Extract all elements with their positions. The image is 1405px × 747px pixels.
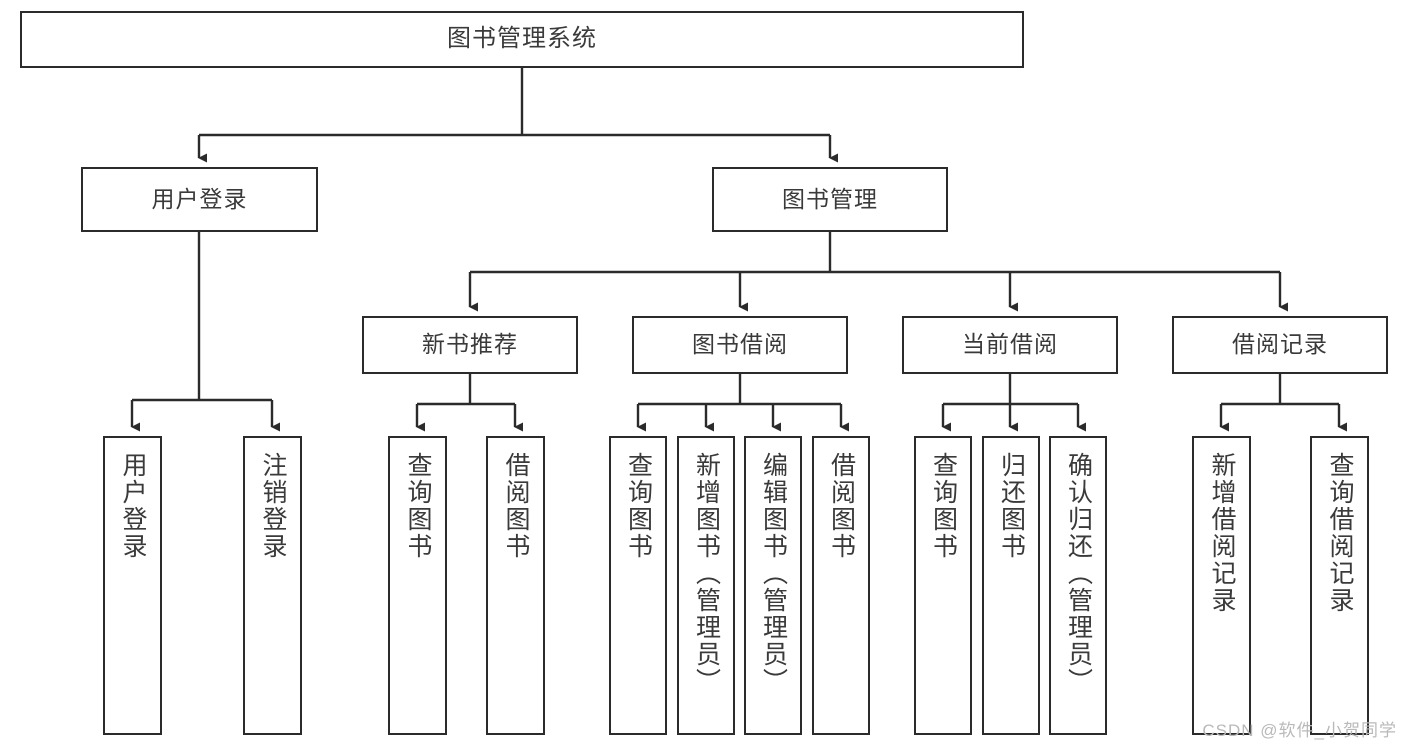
node-leaf-current-return-book[interactable]: 归还图书	[982, 436, 1040, 735]
node-root-system[interactable]: 图书管理系统	[20, 11, 1024, 68]
node-label: 归还图书	[997, 452, 1026, 560]
node-label: 查询图书	[624, 452, 653, 560]
node-label: 新增借阅记录	[1208, 452, 1236, 614]
node-label: 图书管理系统	[447, 25, 597, 53]
node-current-borrow[interactable]: 当前借阅	[902, 316, 1118, 374]
node-book-borrow[interactable]: 图书借阅	[632, 316, 848, 374]
node-leaf-logout[interactable]: 注销登录	[243, 436, 302, 735]
node-leaf-borrow-query-book[interactable]: 查询图书	[609, 436, 667, 735]
node-leaf-borrow-add-book[interactable]: 新增图书（管理员）	[677, 436, 735, 735]
node-label: 查询图书	[404, 452, 432, 560]
node-label: 借阅图书	[502, 452, 530, 560]
node-leaf-borrow-edit-book[interactable]: 编辑图书（管理员）	[744, 436, 802, 735]
node-leaf-current-confirm-return[interactable]: 确认归还（管理员）	[1049, 436, 1107, 735]
node-leaf-user-login[interactable]: 用户登录	[103, 436, 162, 735]
node-leaf-record-add[interactable]: 新增借阅记录	[1192, 436, 1251, 735]
node-leaf-recommend-borrow-book[interactable]: 借阅图书	[486, 436, 545, 735]
node-label: 新增图书（管理员）	[692, 452, 721, 695]
node-label: 查询图书	[929, 452, 958, 560]
node-label: 图书管理	[782, 185, 878, 212]
node-label: 当前借阅	[962, 331, 1058, 358]
node-label: 新书推荐	[422, 331, 518, 358]
node-new-book-recommend[interactable]: 新书推荐	[362, 316, 578, 374]
node-label: 用户登录	[151, 185, 248, 212]
node-user-login[interactable]: 用户登录	[81, 167, 318, 232]
node-label: 借阅图书	[827, 452, 856, 560]
node-label: 确认归还（管理员）	[1064, 452, 1093, 695]
watermark-text: CSDN @软件_小贺同学	[1202, 721, 1397, 740]
node-label: 用户登录	[119, 452, 147, 560]
node-borrow-record[interactable]: 借阅记录	[1172, 316, 1388, 374]
node-leaf-recommend-query-book[interactable]: 查询图书	[388, 436, 447, 735]
node-leaf-record-query[interactable]: 查询借阅记录	[1310, 436, 1369, 735]
node-label: 查询借阅记录	[1326, 452, 1354, 614]
node-leaf-current-query-book[interactable]: 查询图书	[914, 436, 972, 735]
node-label: 图书借阅	[692, 331, 788, 358]
node-label: 编辑图书（管理员）	[759, 452, 788, 695]
node-leaf-borrow-borrow-book[interactable]: 借阅图书	[812, 436, 870, 735]
node-label: 借阅记录	[1232, 331, 1328, 358]
node-label: 注销登录	[259, 452, 287, 560]
node-book-manage[interactable]: 图书管理	[712, 167, 948, 232]
